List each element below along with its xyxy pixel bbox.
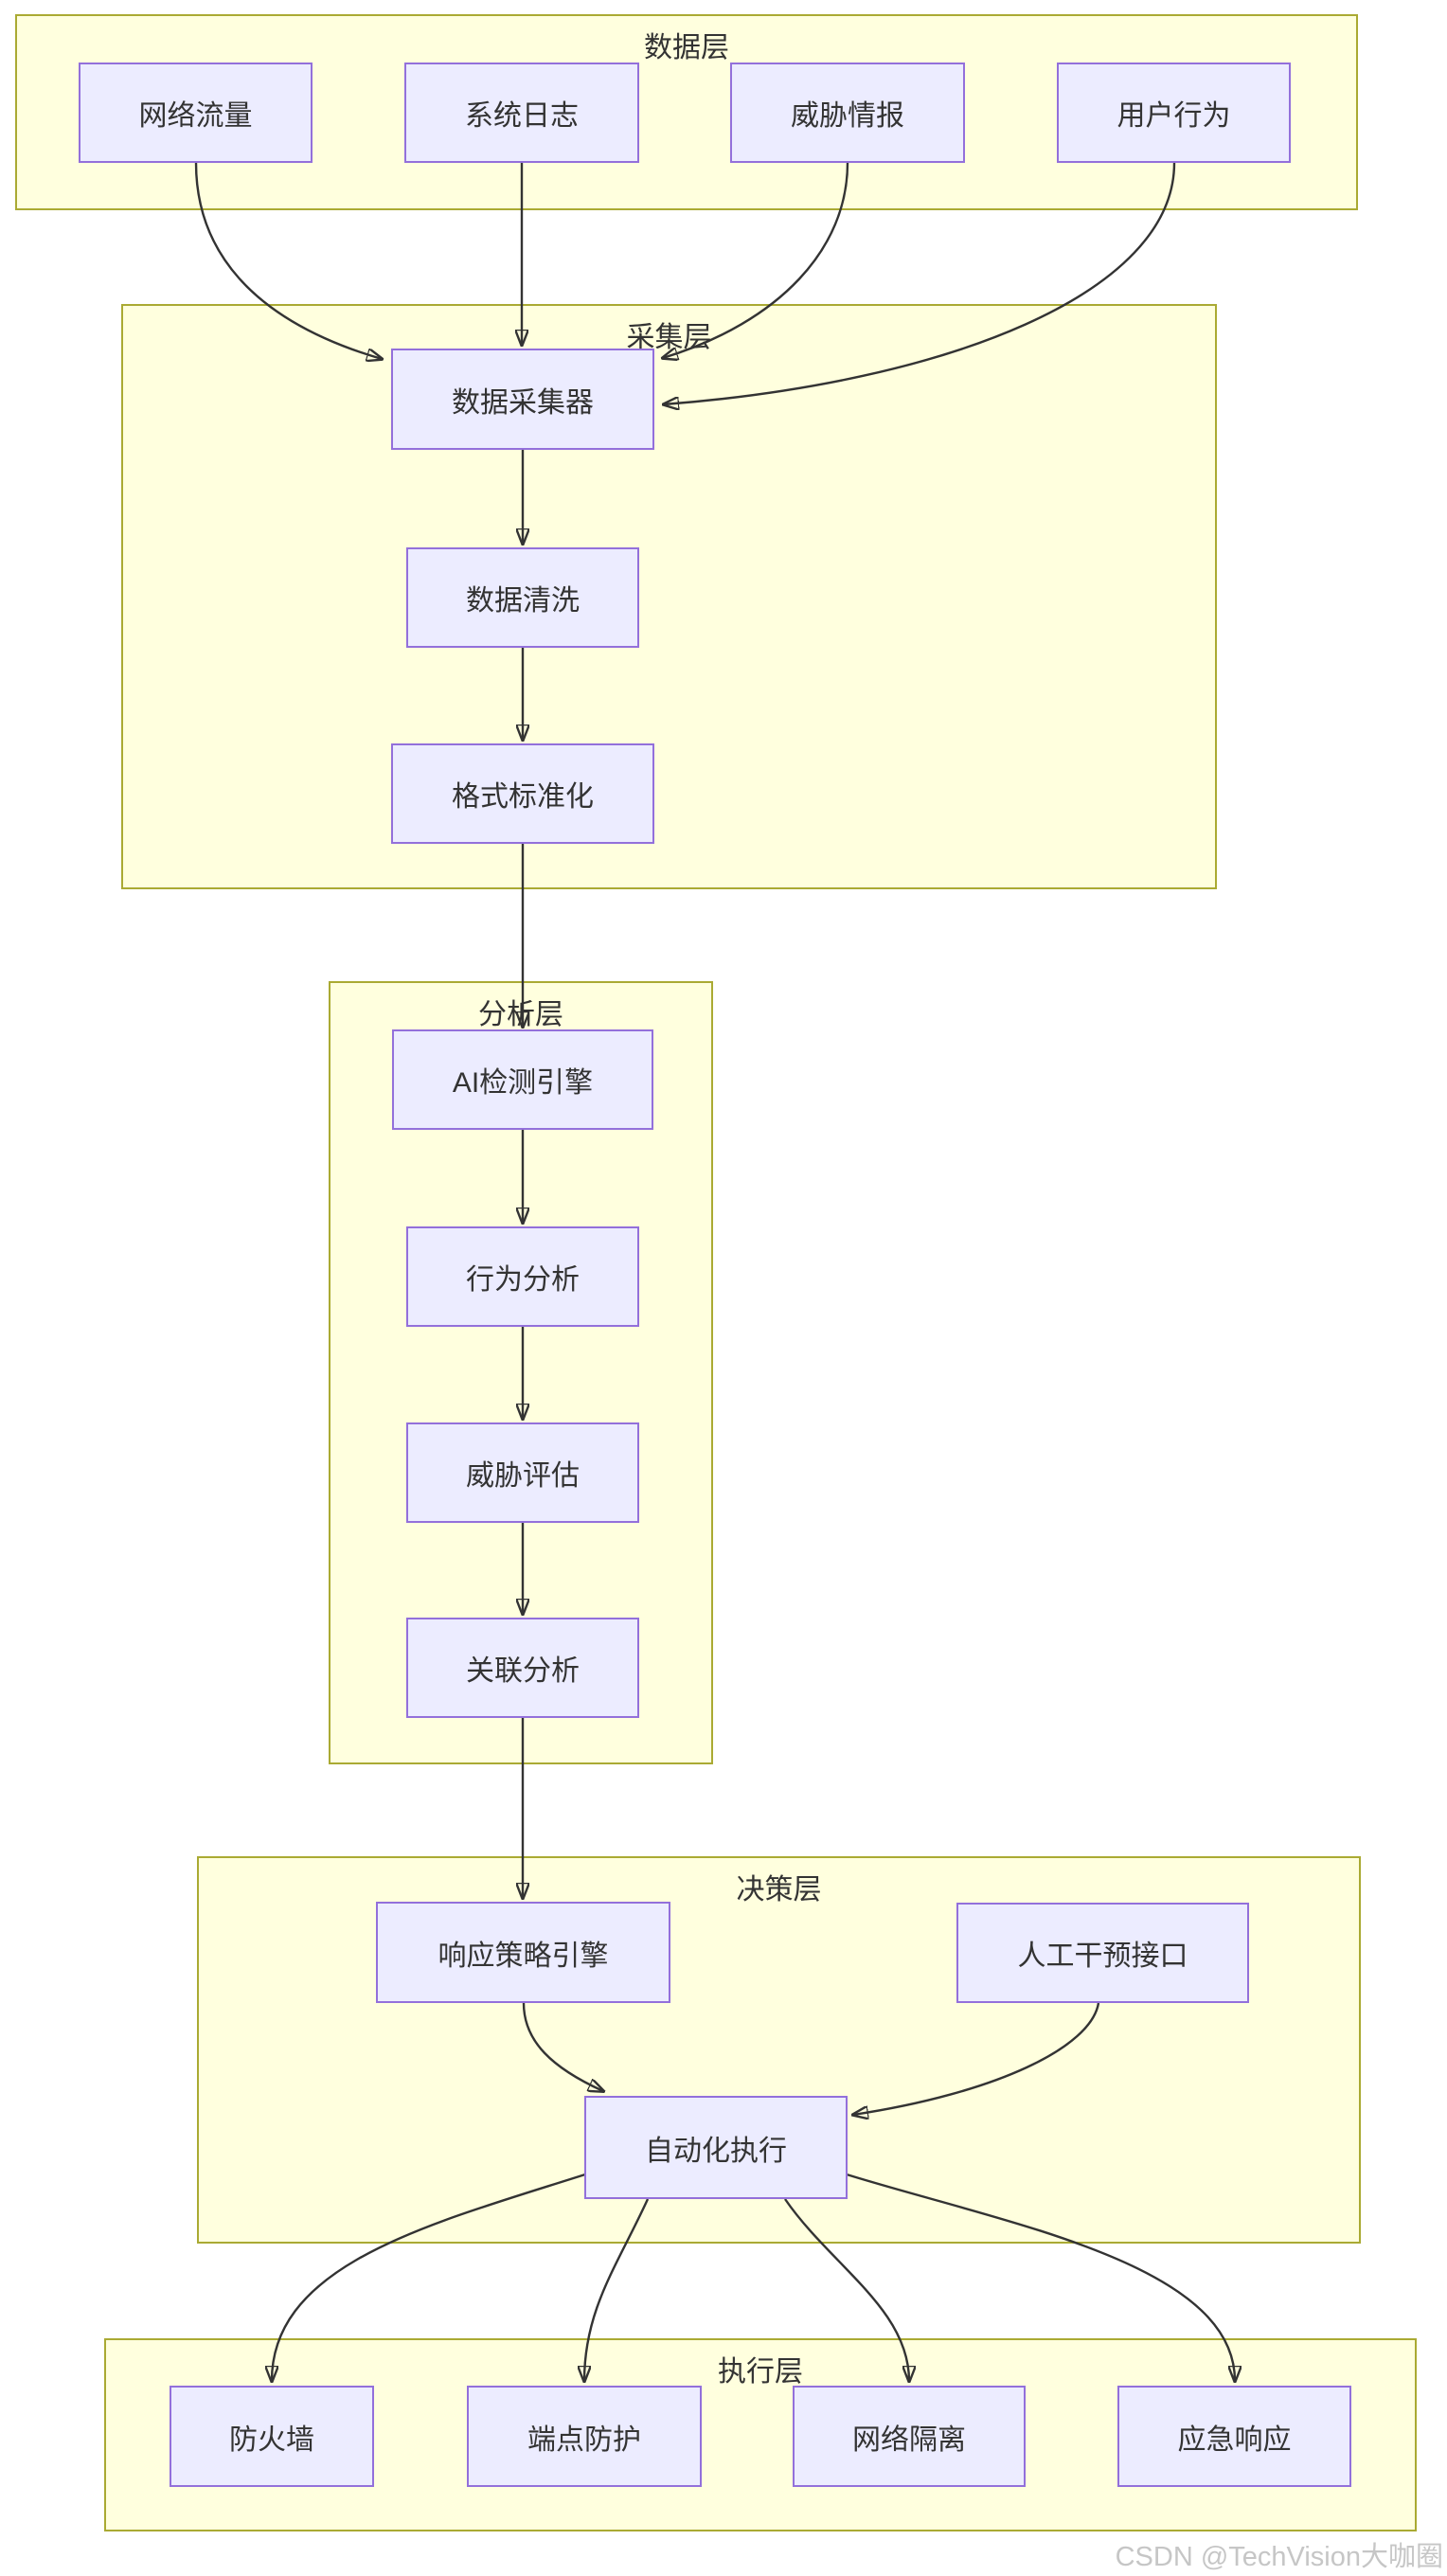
node-manual-intervention-interface: 人工干预接口 [956, 1903, 1249, 2003]
node-endpoint-protection: 端点防护 [467, 2386, 702, 2487]
node-response-strategy-engine: 响应策略引擎 [376, 1902, 670, 2003]
edge-strategy-engine-to-automation [522, 2002, 603, 2091]
node-label: 网络流量 [138, 100, 253, 132]
node-user-behavior: 用户行为 [1057, 63, 1291, 163]
node-correlation-analysis: 关联分析 [406, 1618, 639, 1718]
edge-automation-to-firewall [272, 2173, 586, 2381]
node-label: 格式标准化 [452, 781, 594, 813]
node-label: 数据采集器 [452, 386, 594, 419]
cluster-title-execution-layer: 执行层 [718, 2356, 803, 2388]
edge-threat-intel-to-collector [663, 162, 849, 358]
node-label: 行为分析 [466, 1264, 580, 1296]
node-label: 网络隔离 [852, 2424, 966, 2456]
cluster-title-data-layer: 数据层 [644, 32, 729, 63]
node-automated-execution: 自动化执行 [584, 2096, 848, 2199]
cluster-title-decision-layer: 决策层 [736, 1874, 822, 1905]
node-label: 关联分析 [466, 1655, 580, 1687]
node-threat-intel: 威胁情报 [730, 63, 965, 163]
node-label: 数据清洗 [466, 585, 580, 617]
node-behavior-analysis: 行为分析 [406, 1226, 639, 1327]
node-label: 威胁评估 [466, 1460, 580, 1492]
edge-automation-to-emergency [846, 2173, 1235, 2381]
node-data-cleaning: 数据清洗 [406, 547, 639, 648]
node-label: 人工干预接口 [1017, 1941, 1188, 1972]
watermark: CSDN @TechVision大咖圈 [1115, 2542, 1443, 2572]
node-threat-assessment: 威胁评估 [406, 1422, 639, 1523]
node-firewall: 防火墙 [170, 2386, 374, 2487]
edge-automation-to-isolation [784, 2198, 909, 2381]
node-label: 用户行为 [1117, 100, 1231, 132]
node-label: 响应策略引擎 [438, 1940, 609, 1972]
edge-user-behavior-to-collector [664, 162, 1176, 404]
node-label: 防火墙 [229, 2424, 314, 2456]
node-ai-detection-engine: AI检测引擎 [392, 1029, 653, 1130]
node-label: 应急响应 [1177, 2424, 1292, 2456]
node-label: 威胁情报 [791, 100, 904, 132]
edge-network-traffic-to-collector [194, 162, 382, 359]
edge-automation-to-endpoint [584, 2198, 650, 2381]
edge-manual-interface-to-automation [853, 2002, 1100, 2115]
node-system-logs: 系统日志 [404, 63, 639, 163]
node-network-traffic: 网络流量 [79, 63, 313, 163]
node-label: 系统日志 [465, 100, 579, 132]
node-format-standardization: 格式标准化 [391, 743, 654, 844]
node-label: 端点防护 [527, 2424, 641, 2456]
node-data-collector: 数据采集器 [391, 349, 654, 450]
node-label: 自动化执行 [645, 2135, 787, 2167]
node-label: AI检测引擎 [452, 1067, 594, 1099]
node-network-isolation: 网络隔离 [793, 2386, 1026, 2487]
node-emergency-response: 应急响应 [1117, 2386, 1351, 2487]
